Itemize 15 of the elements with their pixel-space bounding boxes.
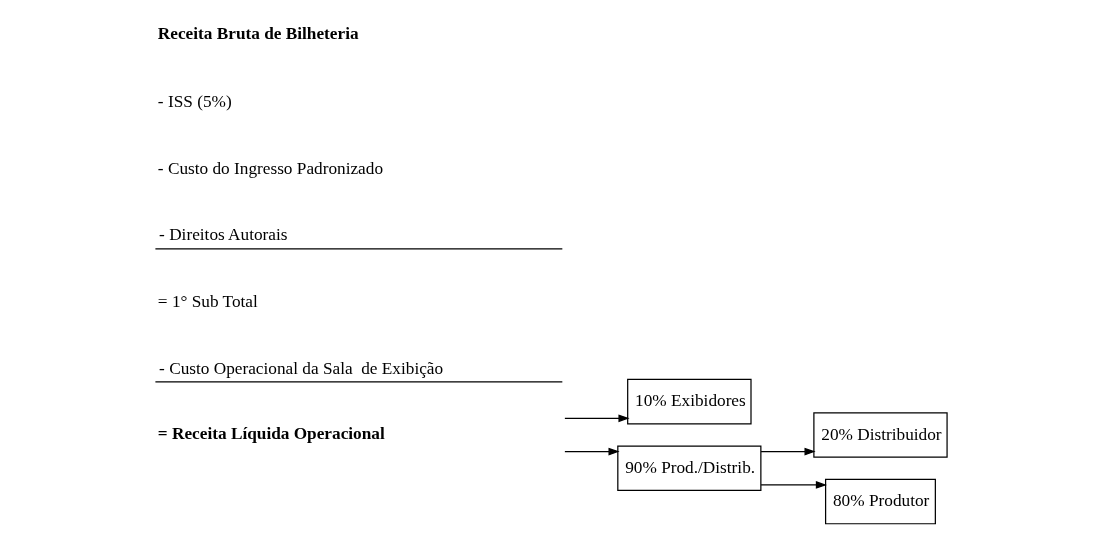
- node-text: = Receita Líquida Operacional: [157, 423, 385, 443]
- label: - Custo do Ingresso Padronizado: [157, 158, 384, 178]
- label: - ISS (5%): [157, 92, 232, 112]
- arrow: [760, 447, 816, 456]
- label: = 1° Sub Total: [157, 291, 258, 311]
- arrow: [564, 414, 630, 423]
- label: - Custo Operacional da Sala de Exibição: [159, 358, 444, 378]
- arrow: [760, 481, 827, 489]
- node-box: 80% Produtor: [825, 478, 936, 525]
- label: Receita Bruta de Bilheteria: [157, 24, 359, 44]
- node-box: 10% Exibidores: [627, 378, 752, 425]
- arrow: [564, 447, 620, 456]
- node-box: 90% Prod./Distrib.: [617, 445, 762, 492]
- label: - Direitos Autorais: [159, 225, 288, 245]
- node-box: 20% Distribuidor: [813, 412, 948, 458]
